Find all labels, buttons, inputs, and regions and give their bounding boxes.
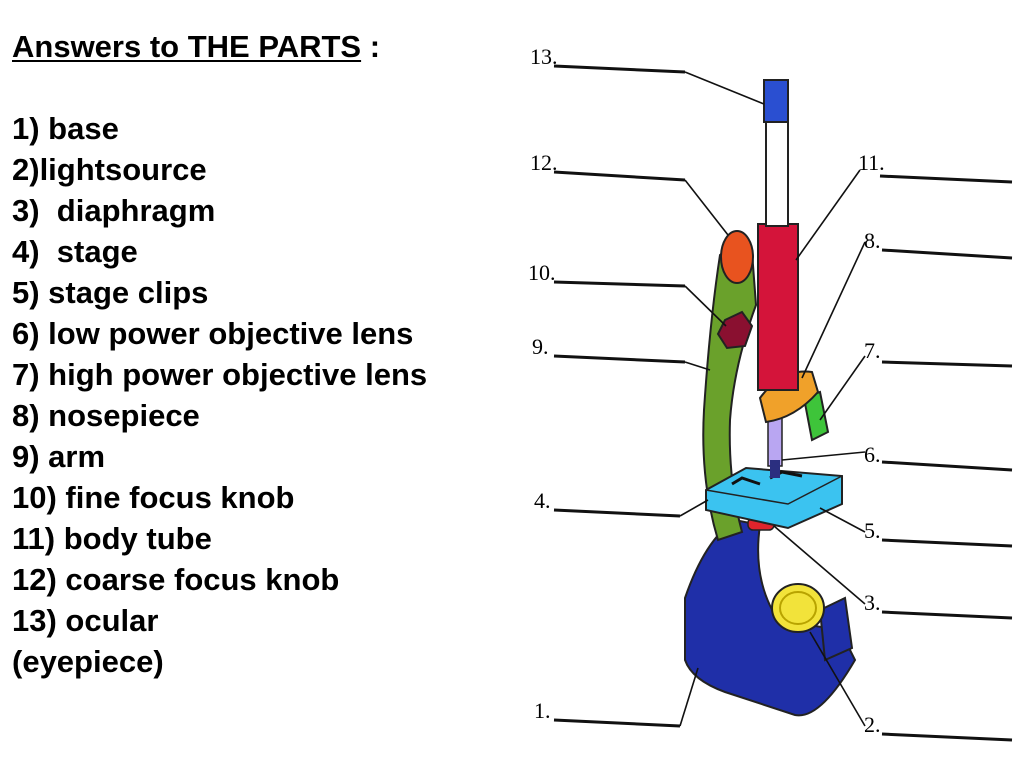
microscope-diagram: 13. 12. 11. 10. 8. 9. 7. 6. 4. 5. 3. 1. … <box>528 44 1013 742</box>
label-line-8 <box>881 248 1013 260</box>
leader-10 <box>684 285 727 327</box>
answers-heading-title: Answers to THE PARTS <box>12 29 362 64</box>
answers-panel: Answers to THE PARTS : 1) base 2)lightso… <box>12 26 542 682</box>
label-line-11 <box>879 174 1013 184</box>
answer-item-13-note: (eyepiece) <box>12 644 164 679</box>
answer-item-1: 1) base <box>12 111 119 146</box>
leader-1 <box>679 667 699 727</box>
label-line-7 <box>881 360 1013 368</box>
answers-heading: Answers to THE PARTS : <box>12 26 542 67</box>
leader-13 <box>684 71 765 105</box>
leader-12 <box>684 179 729 236</box>
label-lines <box>553 64 1013 742</box>
leader-7 <box>819 355 866 421</box>
microscope-stage <box>705 466 843 530</box>
leader-8 <box>801 241 866 379</box>
answer-item-11: 11) body tube <box>12 521 212 556</box>
answer-item-7: 7) high power objective lens <box>12 357 428 392</box>
label-11: 11. <box>858 150 885 175</box>
stage-clip-left <box>731 476 761 486</box>
label-10: 10. <box>528 260 556 285</box>
low-power-objective <box>767 417 783 467</box>
label-line-2 <box>881 732 1013 742</box>
answer-item-12: 12) coarse focus knob <box>12 562 340 597</box>
leader-2 <box>809 631 866 727</box>
label-numbers: 13. 12. 11. 10. 8. 9. 7. 6. 4. 5. 3. 1. … <box>528 44 885 737</box>
leader-9 <box>684 361 711 371</box>
label-3: 3. <box>864 590 881 615</box>
label-line-3 <box>881 610 1013 620</box>
coarse-focus-knob <box>720 230 754 284</box>
eyepiece-tube <box>765 119 789 227</box>
answer-item-3: 3) diaphragm <box>12 193 216 228</box>
label-6: 6. <box>864 442 881 467</box>
label-line-9 <box>553 354 686 364</box>
leader-6 <box>781 451 866 461</box>
leader-11 <box>795 169 861 261</box>
answer-item-8: 8) nosepiece <box>12 398 200 433</box>
microscope-illustration <box>684 79 857 717</box>
label-7: 7. <box>864 338 881 363</box>
label-line-13 <box>553 64 686 74</box>
label-line-5 <box>881 538 1013 548</box>
stage-top-edge <box>705 475 843 505</box>
light-source-rim <box>779 591 817 625</box>
leader-3 <box>773 525 866 605</box>
answer-item-5: 5) stage clips <box>12 275 209 310</box>
label-line-4 <box>553 508 681 518</box>
label-line-1 <box>553 718 681 728</box>
eyepiece-cap <box>763 79 789 123</box>
label-5: 5. <box>864 518 881 543</box>
label-9: 9. <box>532 334 549 359</box>
answer-item-9: 9) arm <box>12 439 106 474</box>
label-4: 4. <box>534 488 551 513</box>
low-power-objective-tip <box>770 460 780 478</box>
label-line-10 <box>553 280 686 288</box>
answers-heading-colon: : <box>369 29 381 64</box>
label-line-12 <box>553 170 686 182</box>
label-13: 13. <box>530 44 558 69</box>
label-1: 1. <box>534 698 551 723</box>
answer-item-4: 4) stage <box>12 234 138 269</box>
microscope-base-foot <box>818 596 854 662</box>
leader-4 <box>679 499 709 517</box>
answer-item-13: 13) ocular <box>12 603 159 638</box>
label-12: 12. <box>530 150 558 175</box>
fine-focus-knob <box>716 310 754 350</box>
leader-5 <box>819 507 866 533</box>
answer-item-6: 6) low power objective lens <box>12 316 414 351</box>
label-8: 8. <box>864 228 881 253</box>
label-line-6 <box>881 460 1013 472</box>
answer-item-2: 2)lightsource <box>12 152 207 187</box>
body-tube <box>757 223 799 391</box>
label-2: 2. <box>864 712 881 737</box>
answer-item-10: 10) fine focus knob <box>12 480 295 515</box>
